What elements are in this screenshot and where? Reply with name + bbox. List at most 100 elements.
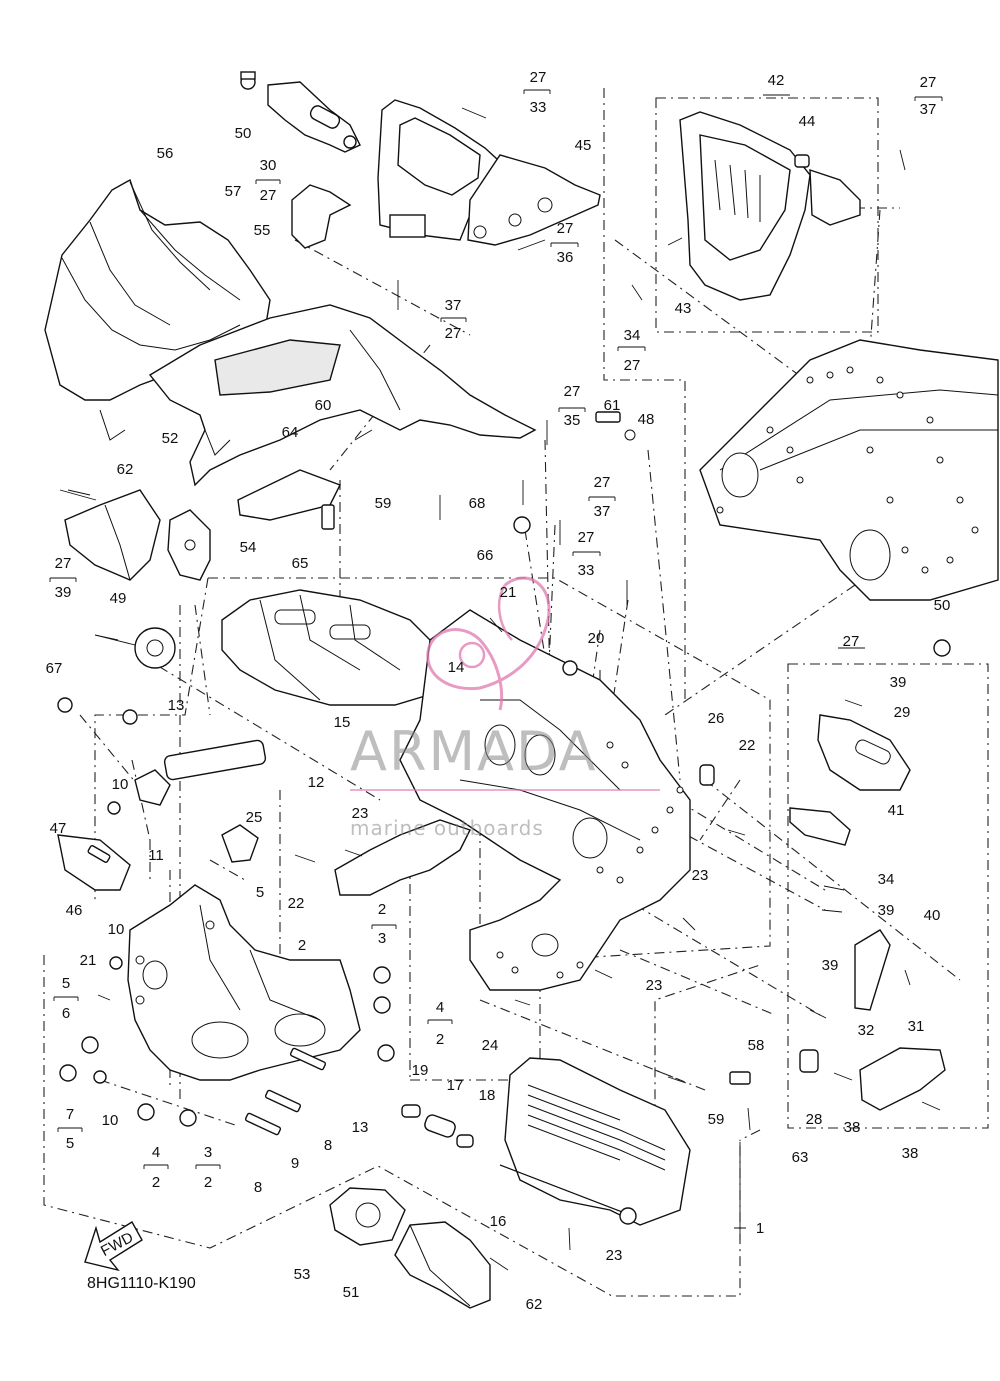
callout-58: 58 [748,1037,765,1054]
tunnel-frame [699,339,999,601]
callout-22: 22 [739,737,756,754]
callout-13: 13 [352,1119,369,1136]
callout-2: 2 [204,1174,212,1191]
callout-26: 26 [708,710,725,727]
callout-68: 68 [469,495,486,512]
callout-13: 13 [168,697,185,714]
callout-17: 17 [447,1077,464,1094]
callout-40: 40 [924,907,941,924]
callout-2: 2 [378,901,386,918]
main-frame-body [399,609,691,991]
callout-23: 23 [692,867,709,884]
bolt-65 [321,504,335,530]
clip-58 [729,1071,751,1085]
diagram-code: 8HG1110-K190 [87,1275,196,1292]
radiator-outline [539,960,761,1131]
heat-exchanger [499,1057,691,1226]
callout-30: 30 [260,157,277,174]
callout-23: 23 [646,977,663,994]
callout-49: 49 [110,590,127,607]
callout-34: 34 [878,871,895,888]
callout-21: 21 [80,952,97,969]
lower-ducts [329,1187,491,1309]
callout-36: 36 [557,249,574,266]
collar-4a [137,1103,155,1121]
callout-5: 5 [66,1135,74,1152]
callout-28: 28 [806,1111,823,1128]
callout-24: 24 [482,1037,499,1054]
callout-27: 27 [530,69,547,86]
callout-43: 43 [675,300,692,317]
callout-37: 37 [920,101,937,118]
callout-11: 11 [148,847,164,864]
main-frame [399,609,691,991]
callout-19: 19 [412,1062,429,1079]
watermark-tagline: marine outboards [350,816,544,840]
callout-37: 37 [445,297,462,314]
callout-56: 56 [157,145,174,162]
bumper-45 [377,99,601,246]
callout-10: 10 [102,1112,119,1129]
callout-12: 12 [308,774,325,791]
callout-2: 2 [152,1174,160,1191]
callout-21: 21 [500,584,517,601]
bolt-47 [87,845,111,863]
callout-41: 41 [888,802,905,819]
collar-6 [81,1036,99,1054]
callout-35: 35 [564,412,581,429]
duct-52 [64,489,161,581]
callout-62: 62 [117,461,134,478]
callout-39: 39 [878,902,895,919]
callout-52: 52 [162,430,179,447]
callout-4: 4 [152,1144,160,1161]
frame-outline-left [94,577,209,900]
callout-27: 27 [920,74,937,91]
callout-20: 20 [588,630,605,647]
callout-5: 5 [256,884,264,901]
callout-23: 23 [352,805,369,822]
callout-8: 8 [254,1179,262,1196]
callout-27: 27 [594,474,611,491]
callout-27: 27 [557,220,574,237]
callout-27: 27 [564,383,581,400]
rivets [67,107,941,1271]
callout-37: 37 [594,503,611,520]
collar-7 [59,1064,77,1082]
callout-1: 1 [756,1220,764,1237]
callout-51: 51 [343,1284,360,1301]
callout-44: 44 [799,113,816,130]
clip-26 [699,764,715,786]
callout-27: 27 [445,325,462,342]
callout-29: 29 [894,704,911,721]
clip-28 [799,1049,819,1073]
callout-53: 53 [294,1266,311,1283]
callout-50: 50 [934,597,951,614]
callout-39: 39 [822,957,839,974]
callout-25: 25 [246,809,263,826]
skid-plate-15 [221,589,446,706]
bolt-8a [289,1047,327,1071]
footrest-bracket [334,819,471,896]
callout-55: 55 [254,222,271,239]
left-mid-parts [57,489,211,713]
watermark-brand: ARMADA [350,720,598,783]
callout-2: 2 [298,937,306,954]
callout-3: 3 [204,1144,212,1161]
callout-34: 34 [624,327,641,344]
callout-22: 22 [288,895,305,912]
callout-32: 32 [858,1022,875,1039]
callout-14: 14 [448,659,465,676]
callout-18: 18 [479,1087,496,1104]
nut-10 [93,1070,107,1084]
right-group-parts [789,639,951,1111]
callout-59: 59 [375,495,392,512]
watermark-logo-icon [426,576,551,711]
grommet-50-right [933,639,951,657]
callout-27: 27 [260,187,277,204]
callout-42: 42 [768,72,785,89]
duct-51 [394,1221,491,1309]
callout-15: 15 [334,714,351,731]
bracket-46 [57,834,131,891]
main-frame-outline-right [603,88,686,700]
